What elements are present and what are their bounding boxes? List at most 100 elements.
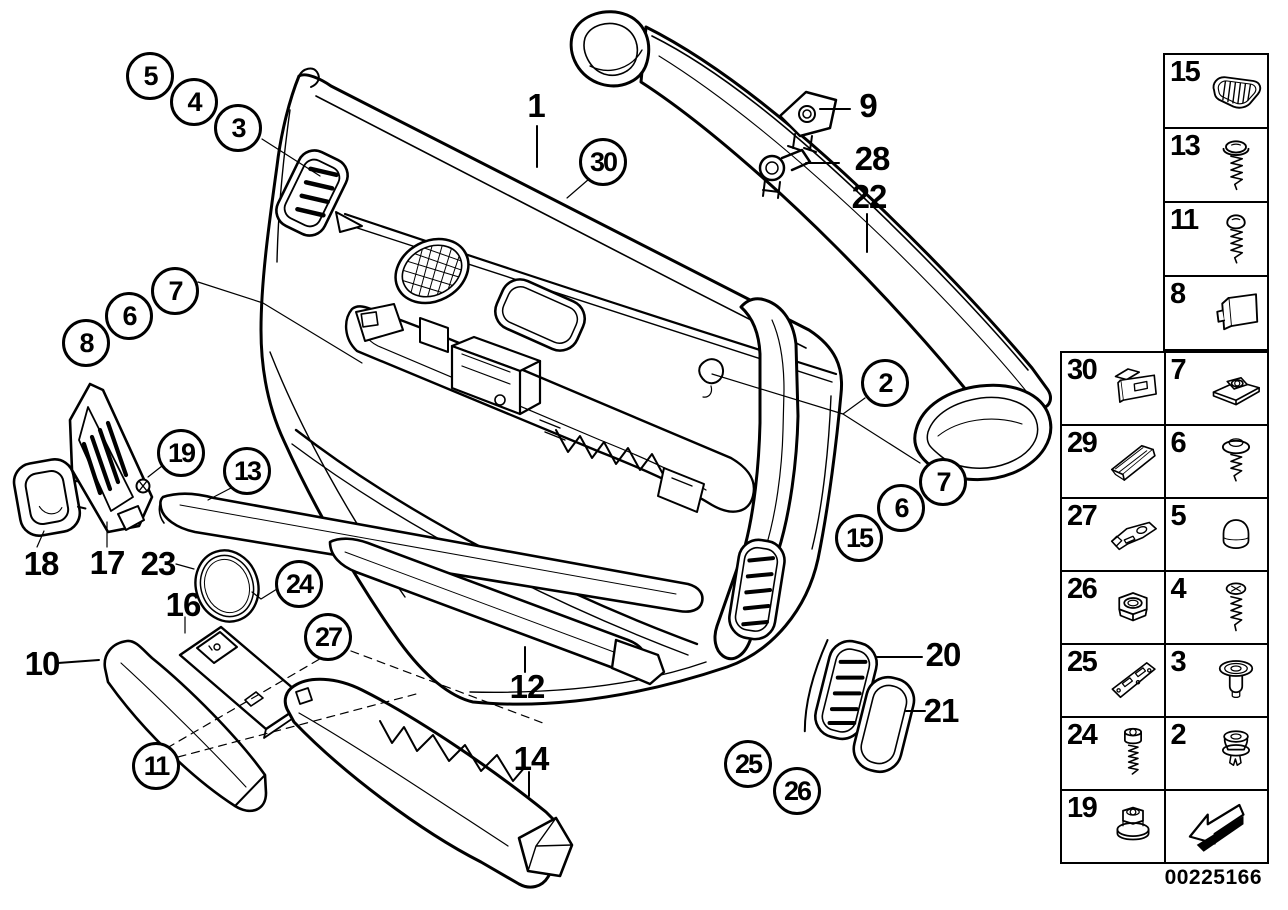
- flange-nut-icon: [1103, 797, 1163, 857]
- legend-part-number: 11: [1170, 204, 1199, 236]
- callout-26[interactable]: 26: [773, 767, 821, 815]
- dome-cap-icon: [1206, 505, 1266, 565]
- callout-25[interactable]: 25: [724, 740, 772, 788]
- callout-10[interactable]: 10: [24, 645, 61, 682]
- hex-nut-icon: [1103, 578, 1163, 638]
- armrest-carrier: [344, 303, 756, 513]
- legend-part-number: 2: [1170, 719, 1187, 751]
- legend-cell-13[interactable]: 13: [1164, 128, 1268, 202]
- legend-part-number: 15: [1170, 56, 1201, 88]
- callout-23[interactable]: 23: [140, 545, 177, 582]
- legend-cell-8[interactable]: 8: [1164, 276, 1268, 350]
- rect-clip-icon: [1103, 359, 1163, 419]
- legend-part-number: 30: [1067, 354, 1098, 386]
- legend-cell-27[interactable]: 27: [1061, 498, 1165, 571]
- legend-part-number: 26: [1067, 573, 1098, 605]
- callout-15[interactable]: 15: [835, 514, 883, 562]
- legend-part-number: 25: [1067, 646, 1098, 678]
- callout-6[interactable]: 6: [877, 484, 925, 532]
- upper-vent-grille: [275, 149, 349, 237]
- callout-13[interactable]: 13: [223, 447, 271, 495]
- callout-20[interactable]: 20: [925, 636, 962, 673]
- legend-cell-24[interactable]: 24: [1061, 717, 1165, 790]
- flat-bracket-clip-icon: [1103, 505, 1163, 565]
- legend-cell-11[interactable]: 11: [1164, 202, 1268, 276]
- pan-head-screw-icon: [1206, 578, 1266, 638]
- callout-14[interactable]: 14: [513, 740, 550, 777]
- clip-part-9: [778, 90, 838, 153]
- trim-strip-12: [328, 537, 666, 686]
- vent-assembly-17: [68, 382, 154, 534]
- door-pull-strip: [569, 10, 1053, 482]
- callout-2[interactable]: 2: [861, 359, 909, 407]
- legend-cell-4[interactable]: 4: [1164, 571, 1268, 644]
- callout-7[interactable]: 7: [151, 267, 199, 315]
- slide-clip-icon: [1103, 432, 1163, 492]
- leader-lines: [36, 108, 926, 797]
- legend-cell-19[interactable]: 19: [1061, 790, 1165, 863]
- seal-ring-21: [852, 675, 916, 774]
- callout-5[interactable]: 5: [126, 52, 174, 100]
- callout-27[interactable]: 27: [304, 613, 352, 661]
- legend-cell-7[interactable]: 7: [1164, 352, 1268, 425]
- legend-part-number: 7: [1170, 354, 1187, 386]
- legend-cell-26[interactable]: 26: [1061, 571, 1165, 644]
- legend-cell-5[interactable]: 5: [1164, 498, 1268, 571]
- door-handle-recess: [494, 278, 586, 352]
- screw-washer-short-icon: [1206, 432, 1266, 492]
- legend-cell-direction-arrow[interactable]: [1164, 790, 1268, 863]
- screw-washer-long-icon: [1206, 135, 1266, 195]
- callout-16[interactable]: 16: [165, 586, 202, 623]
- legend-part-number: 4: [1170, 573, 1187, 605]
- legend-part-number: 6: [1170, 427, 1187, 459]
- pocket-carrier-14: [283, 677, 574, 889]
- callout-18[interactable]: 18: [23, 545, 60, 582]
- speaker-ring-23: [194, 549, 260, 623]
- legend-cell-30[interactable]: 30: [1061, 352, 1165, 425]
- callout-21[interactable]: 21: [923, 692, 960, 729]
- socket-bolt-icon: [1103, 724, 1163, 784]
- callout-1[interactable]: 1: [527, 87, 545, 124]
- callout-30[interactable]: 30: [579, 138, 627, 186]
- callout-28[interactable]: 28: [854, 140, 891, 177]
- screw-round-head-icon: [1206, 209, 1266, 269]
- callout-19[interactable]: 19: [157, 429, 205, 477]
- sill-plate-icon: [1206, 61, 1266, 121]
- clip-part-28: [758, 148, 812, 199]
- legend-cell-25[interactable]: 25: [1061, 644, 1165, 717]
- legend-part-number: 5: [1170, 500, 1187, 532]
- callout-22[interactable]: 22: [851, 178, 888, 215]
- square-cap-icon: [1206, 283, 1266, 343]
- legend-grid: 30 7 29 6 27 5 26 4 25 3 24 2 19: [1060, 351, 1269, 864]
- callout-12[interactable]: 12: [509, 668, 546, 705]
- legend-cell-3[interactable]: 3: [1164, 644, 1268, 717]
- callout-8[interactable]: 8: [62, 319, 110, 367]
- legend-cell-2[interactable]: 2: [1164, 717, 1268, 790]
- legend-part-number: 13: [1170, 130, 1201, 162]
- callout-24[interactable]: 24: [275, 560, 323, 608]
- callout-7[interactable]: 7: [919, 458, 967, 506]
- callout-3[interactable]: 3: [214, 104, 262, 152]
- bezel-part-18: [12, 458, 87, 537]
- legend-part-number: 24: [1067, 719, 1098, 751]
- speaker-grille: [393, 235, 471, 306]
- callout-6[interactable]: 6: [105, 292, 153, 340]
- legend-part-number: 29: [1067, 427, 1098, 459]
- cage-nut-icon: [1206, 359, 1266, 419]
- trim-strip-10: [103, 639, 268, 813]
- expanding-rivet-icon: [1206, 724, 1266, 784]
- grommet-icon: [1206, 651, 1266, 711]
- legend-part-number: 27: [1067, 500, 1098, 532]
- callout-11[interactable]: 11: [132, 742, 180, 790]
- slotted-plate-icon: [1103, 651, 1163, 711]
- callout-9[interactable]: 9: [859, 87, 877, 124]
- legend-top-column: 15 13 11 8: [1163, 53, 1269, 351]
- callout-4[interactable]: 4: [170, 78, 218, 126]
- legend-cell-15[interactable]: 15: [1164, 54, 1268, 128]
- legend-cell-29[interactable]: 29: [1061, 425, 1165, 498]
- legend-part-number: 19: [1067, 792, 1098, 824]
- legend-cell-6[interactable]: 6: [1164, 425, 1268, 498]
- callout-17[interactable]: 17: [89, 544, 126, 581]
